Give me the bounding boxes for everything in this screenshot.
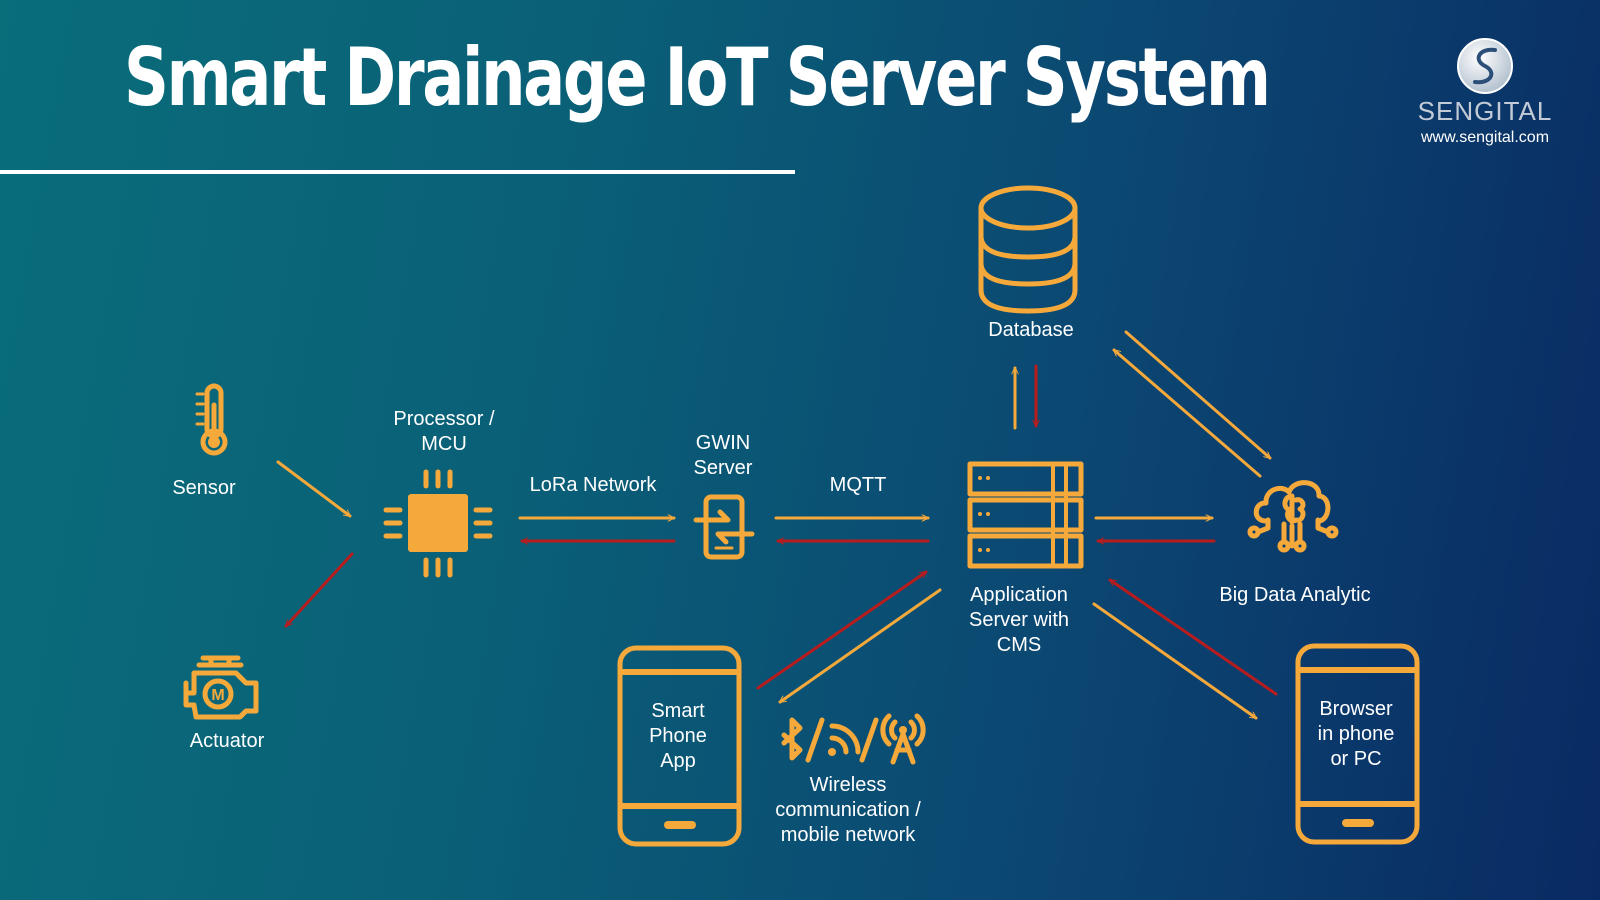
lora-network-label: LoRa Network [530, 474, 658, 496]
smartphone-label-line1: Smart [651, 700, 705, 722]
wireless-label-line3: mobile network [781, 824, 917, 846]
actuator-label: Actuator [190, 730, 265, 752]
wifi-icon [828, 723, 861, 756]
app-server-label-line3: CMS [997, 634, 1041, 656]
arrow-sensor-to-mcu [276, 460, 352, 518]
slash-divider-2 [859, 717, 879, 763]
arrow-phone-to-server [756, 570, 928, 690]
wireless-label-line1: Wireless [810, 774, 887, 796]
arrow-database-to-analytics [1124, 330, 1272, 460]
mqtt-label: MQTT [830, 474, 887, 496]
browser-label-line1: Browser [1319, 698, 1393, 720]
svg-text:M: M [211, 687, 224, 704]
thermometer-icon [195, 383, 228, 456]
browser-label-line3: or PC [1330, 748, 1381, 770]
cloud-brain-icon [1247, 480, 1339, 553]
arrow-browser-to-server [1108, 578, 1278, 696]
brand-url[interactable]: www.sengital.com [1420, 129, 1550, 146]
sensor-label: Sensor [172, 477, 236, 499]
smartphone-icon [617, 645, 742, 847]
brand-logo: SENGITAL www.sengital.com [1400, 36, 1570, 147]
arrow-server-to-browser [1092, 602, 1258, 720]
wireless-label-line2: communication / [775, 799, 921, 821]
engine-motor-icon: M [183, 655, 259, 720]
arrow-analytics-to-database [1112, 348, 1262, 478]
app-server-label-line2: Server with [969, 609, 1069, 631]
server-rack-icon [967, 461, 1084, 569]
gateway-phone-icon [693, 494, 755, 560]
gwin-label-line2: Server [694, 457, 753, 479]
browser-device-icon [1295, 643, 1420, 845]
browser-label-line2: in phone [1318, 723, 1395, 745]
gwin-label-line1: GWIN [696, 432, 750, 454]
arrow-mcu-to-actuator [284, 552, 354, 628]
slash-divider-1 [805, 717, 825, 763]
brand-name: SENGITAL [1417, 96, 1553, 126]
smartphone-label-line3: App [660, 750, 696, 772]
bluetooth-icon [781, 717, 803, 761]
smartphone-label-line2: Phone [649, 725, 707, 747]
title-underline [0, 170, 795, 174]
processor-label-line2: MCU [421, 433, 467, 455]
antenna-icon [880, 713, 926, 765]
arrow-server-to-phone [778, 588, 942, 704]
big-data-label: Big Data Analytic [1219, 584, 1370, 606]
page-title: Smart Drainage IoT Server System [124, 31, 1271, 124]
database-label: Database [988, 319, 1074, 341]
chip-icon [383, 469, 493, 578]
processor-label-line1: Processor / [393, 408, 495, 430]
app-server-label-line1: Application [970, 584, 1068, 606]
sengital-logo-icon [1457, 38, 1513, 94]
database-icon [978, 185, 1078, 314]
